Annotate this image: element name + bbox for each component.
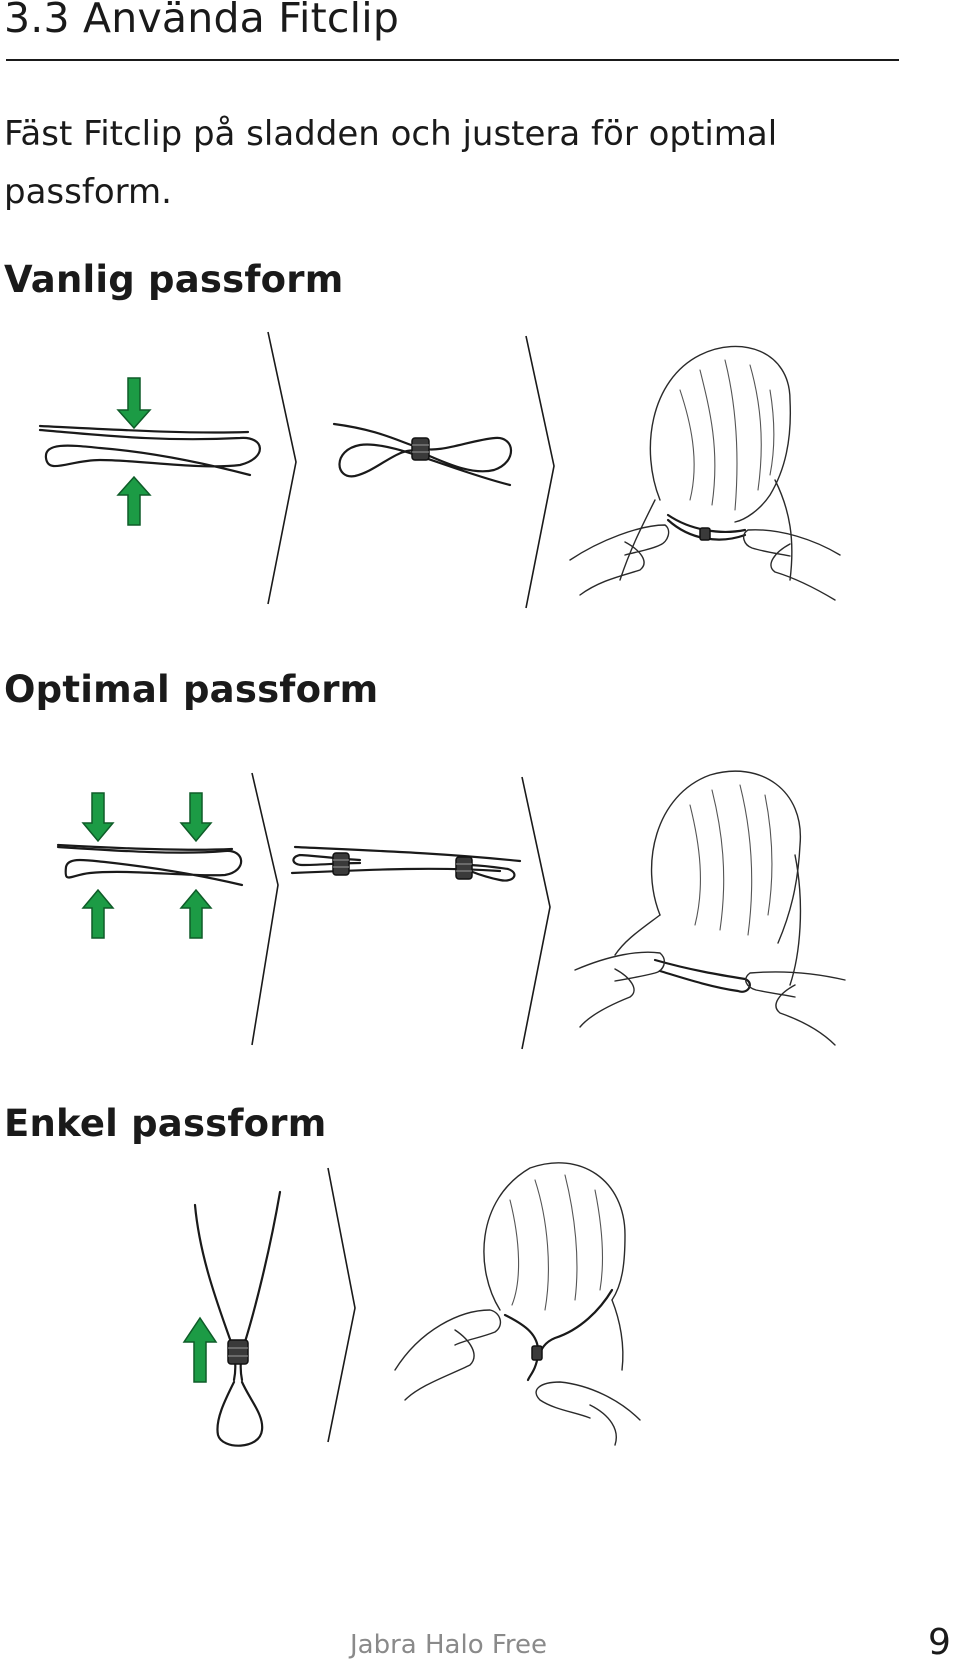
section-heading-optimal: Optimal passform bbox=[4, 668, 379, 711]
section-heading-enkel: Enkel passform bbox=[4, 1102, 327, 1145]
arrow-down-icon bbox=[179, 792, 213, 843]
page-title: 3.3 Använda Fitclip bbox=[4, 0, 400, 42]
cable-with-fitclip-illustration bbox=[332, 422, 512, 487]
fitclip-icon bbox=[455, 856, 473, 880]
arrow-up-icon bbox=[81, 888, 115, 939]
cable-loop-illustration bbox=[56, 843, 244, 887]
head-with-hands-illustration bbox=[574, 770, 846, 1046]
page-number: 9 bbox=[928, 1622, 951, 1663]
arrow-up-icon bbox=[182, 1316, 218, 1383]
title-divider bbox=[6, 59, 899, 61]
footer-product-name: Jabra Halo Free bbox=[350, 1630, 548, 1660]
section-heading-vanlig: Vanlig passform bbox=[4, 258, 344, 301]
step-chevron bbox=[251, 772, 279, 1046]
arrow-up-icon bbox=[179, 888, 213, 939]
fitclip-icon bbox=[332, 852, 350, 876]
intro-text: Fäst Fitclip på sladden och justera för … bbox=[4, 114, 778, 212]
single-cable-illustration bbox=[193, 1190, 282, 1447]
head-with-hands-illustration bbox=[569, 345, 841, 601]
head-with-hands-illustration bbox=[394, 1162, 641, 1446]
fitclip-icon bbox=[411, 437, 430, 461]
figure-vanlig-passform bbox=[0, 330, 960, 620]
arrow-down-icon bbox=[116, 377, 152, 430]
fitclip-icon bbox=[227, 1339, 249, 1365]
arrow-up-icon bbox=[116, 475, 152, 526]
step-chevron bbox=[267, 331, 297, 605]
arrow-down-icon bbox=[81, 792, 115, 843]
figure-optimal-passform bbox=[0, 765, 960, 1095]
cable-with-fitclips-illustration bbox=[290, 845, 522, 882]
step-chevron bbox=[327, 1167, 356, 1443]
figure-enkel-passform bbox=[0, 1160, 960, 1480]
step-chevron bbox=[525, 335, 555, 609]
cable-loop-illustration bbox=[38, 424, 261, 477]
step-chevron bbox=[521, 776, 551, 1050]
